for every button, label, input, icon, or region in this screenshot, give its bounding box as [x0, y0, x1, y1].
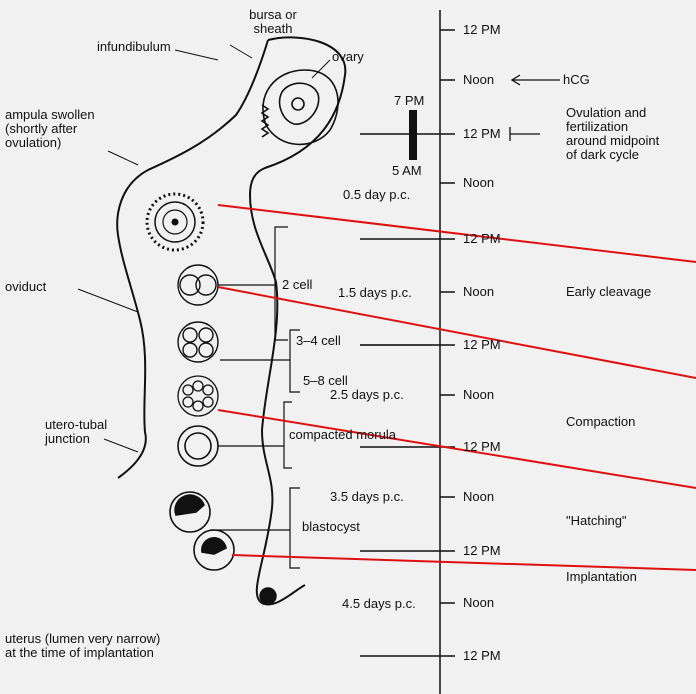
dark-cycle-end: 5 AM: [392, 164, 422, 178]
timeline-time: 12 PM: [463, 544, 501, 558]
stage-2-cell-label: 2 cell: [282, 278, 312, 292]
fertilized-egg: [147, 194, 203, 250]
early-cleavage-event: Early cleavage: [566, 285, 651, 299]
stage-5-8-cell-label: 5–8 cell: [303, 374, 348, 388]
timeline-time: 12 PM: [463, 440, 501, 454]
embryo-4-cell: [178, 322, 218, 362]
ovulation-event: Ovulation and fertilization around midpo…: [566, 106, 659, 162]
day-0-5-label: 0.5 day p.c.: [343, 188, 410, 202]
ovary-shape: [262, 70, 338, 144]
oviduct-label: oviduct: [5, 280, 46, 294]
timeline-time: 12 PM: [463, 23, 501, 37]
day-3-5-label: 3.5 days p.c.: [330, 490, 404, 504]
ovulation-interval: [510, 127, 540, 141]
infundibulum-label: infundibulum: [97, 40, 171, 54]
ovary-label: ovary: [332, 50, 364, 64]
compaction-event: Compaction: [566, 415, 635, 429]
hcg-label: hCG: [563, 73, 590, 87]
dark-cycle-bar: [409, 110, 417, 160]
timeline-time: 12 PM: [463, 338, 501, 352]
embryo-8-cell: [178, 376, 218, 416]
timeline-time: 12 PM: [463, 127, 501, 141]
day-1-5-label: 1.5 days p.c.: [338, 286, 412, 300]
implantation-event: Implantation: [566, 570, 637, 584]
day-4-5-label: 4.5 days p.c.: [342, 597, 416, 611]
embryo-morula: [178, 426, 218, 466]
embryo-2-cell: [178, 265, 218, 305]
stage-morula-label: compacted morula: [289, 428, 396, 442]
timeline-time: Noon: [463, 388, 494, 402]
embryo-blastocyst-1: [170, 492, 210, 532]
timeline-time: Noon: [463, 490, 494, 504]
utero-tubal-label: utero-tubal junction: [45, 418, 107, 446]
timeline-time: 12 PM: [463, 232, 501, 246]
bursa-label: bursa or sheath: [238, 8, 308, 36]
dark-cycle-start: 7 PM: [394, 94, 424, 108]
uterus-label: uterus (lumen very narrow) at the time o…: [5, 632, 160, 660]
timeline-time: 12 PM: [463, 649, 501, 663]
ampulla-label: ampula swollen (shortly after ovulation): [5, 108, 95, 150]
stage-blastocyst-label: blastocyst: [302, 520, 360, 534]
timeline-time: Noon: [463, 176, 494, 190]
stage-3-4-cell-label: 3–4 cell: [296, 334, 341, 348]
timeline-time: Noon: [463, 73, 494, 87]
hatching-event: "Hatching": [566, 514, 627, 528]
timeline-time: Noon: [463, 285, 494, 299]
implanted-embryo: [260, 588, 276, 604]
timeline-axis: [360, 10, 455, 694]
embryo-blastocyst-2: [194, 530, 234, 570]
hcg-arrow: [512, 75, 560, 85]
day-2-5-label: 2.5 days p.c.: [330, 388, 404, 402]
timeline-time: Noon: [463, 596, 494, 610]
